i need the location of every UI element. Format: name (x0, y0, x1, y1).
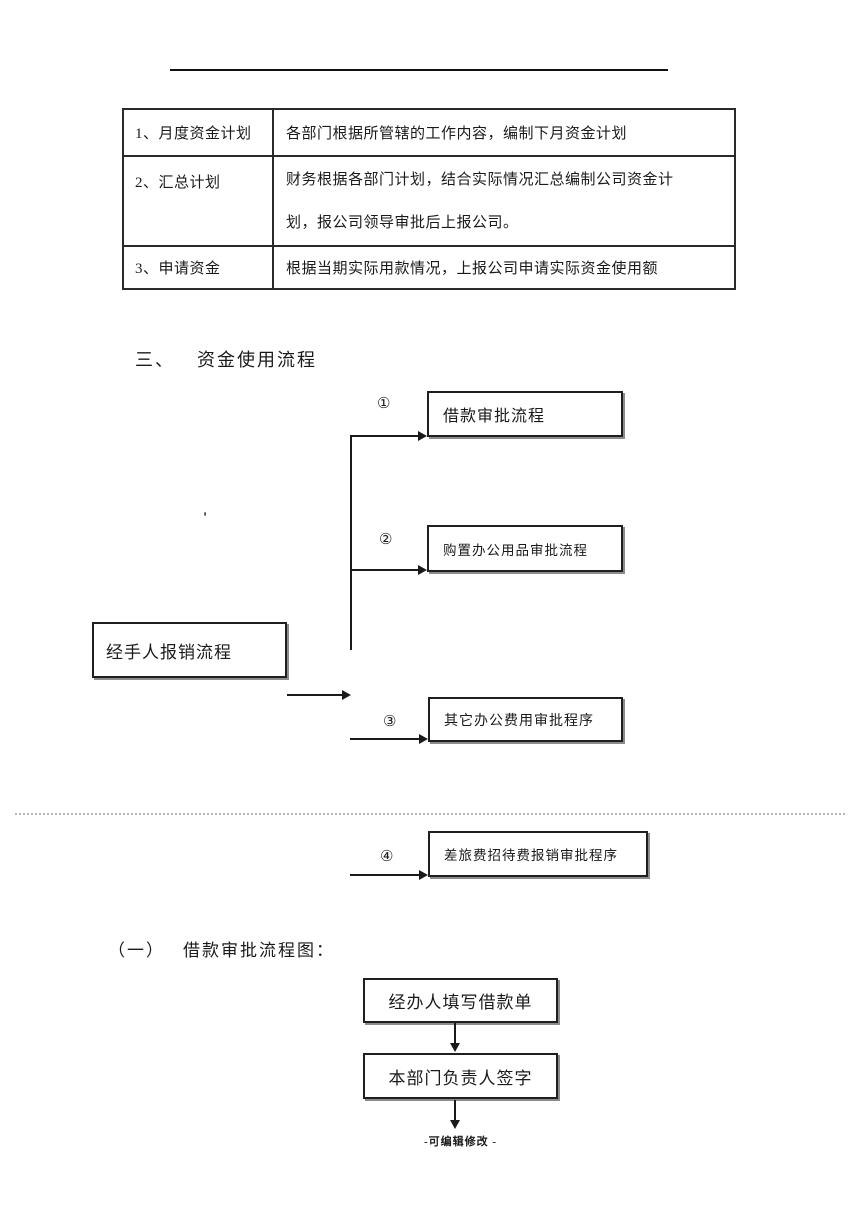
flow-box-office-supplies: 购置办公用品审批流程 (427, 525, 623, 572)
flow-box-handler-reimbursement: 经手人报销流程 (92, 622, 287, 678)
section-title: 资金使用流程 (197, 350, 317, 370)
arrow-to-branch-3 (350, 734, 428, 744)
down-arrow-1 (450, 1023, 460, 1052)
table-cell-desc: 根据当期实际用款情况，上报公司申请实际资金使用额 (272, 245, 736, 290)
section-numbering: （一） (108, 941, 165, 960)
arrow-from-source-box (287, 690, 351, 700)
flow-step-fill-loan-form: 经办人填写借款单 (363, 978, 558, 1023)
section-heading-fund-usage: 三、 资金使用流程 (135, 346, 317, 372)
arrow-to-branch-4 (350, 870, 428, 880)
branch-number-4: ④ (380, 849, 394, 865)
branch-number-2: ② (379, 532, 393, 548)
flow-step-dept-head-sign: 本部门负责人签字 (363, 1053, 558, 1099)
table-cell-label: 3、申请资金 (122, 245, 274, 290)
table-cell-label: 1、月度资金计划 (122, 108, 274, 157)
flowchart-vertical-connector (350, 436, 352, 650)
table-cell-desc: 财务根据各部门计划，结合实际情况汇总编制公司资金计 划，报公司领导审批后上报公司… (272, 155, 736, 247)
page-break-dotted-rule (15, 813, 845, 815)
branch-number-1: ① (377, 396, 391, 412)
desc-line: 财务根据各部门计划，结合实际情况汇总编制公司资金计 (286, 172, 674, 188)
table-row: 2、汇总计划 财务根据各部门计划，结合实际情况汇总编制公司资金计 划，报公司领导… (122, 155, 736, 247)
top-horizontal-rule (170, 69, 668, 71)
table-cell-label: 2、汇总计划 (122, 155, 274, 247)
section-title: 借款审批流程图： (183, 941, 335, 960)
branch-number-3: ③ (383, 714, 397, 730)
arrow-to-branch-2 (350, 565, 427, 575)
table-row: 1、月度资金计划 各部门根据所管辖的工作内容，编制下月资金计划 (122, 108, 736, 157)
flow-box-travel-entertainment: 差旅费招待费报销审批程序 (428, 831, 648, 877)
table-row: 3、申请资金 根据当期实际用款情况，上报公司申请实际资金使用额 (122, 245, 736, 290)
down-arrow-2 (450, 1100, 460, 1129)
flow-box-other-office-expense: 其它办公费用审批程序 (428, 697, 623, 742)
section-heading-loan-approval: （一） 借款审批流程图： (108, 936, 335, 961)
table-cell-desc: 各部门根据所管辖的工作内容，编制下月资金计划 (272, 108, 736, 157)
desc-line: 划，报公司领导审批后上报公司。 (286, 215, 519, 231)
arrow-to-branch-1 (350, 431, 427, 441)
fund-plan-table: 1、月度资金计划 各部门根据所管辖的工作内容，编制下月资金计划 2、汇总计划 财… (122, 108, 736, 290)
section-numbering: 三、 (135, 350, 175, 370)
flow-box-loan-approval: 借款审批流程 (427, 391, 623, 437)
editable-note-footer: -可编辑修改 - (423, 1136, 498, 1148)
stray-apostrophe-mark: ' (203, 510, 208, 526)
